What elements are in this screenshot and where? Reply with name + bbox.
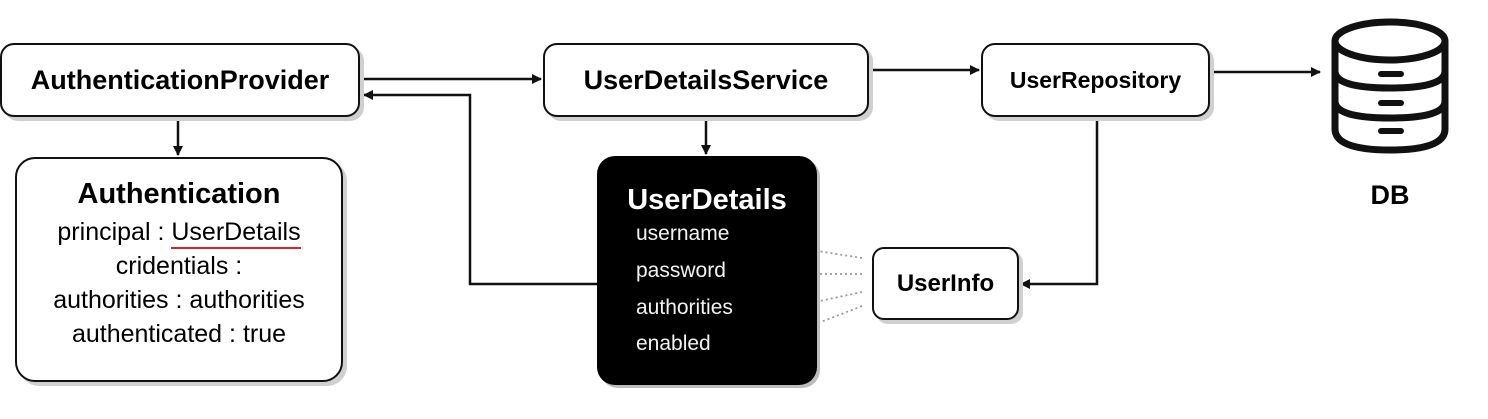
principal-label: principal (57, 218, 151, 246)
user-details-service-label: UserDetailsService (583, 64, 829, 95)
user-info-node: UserInfo (872, 247, 1019, 320)
arrow-repository-to-userinfo (1020, 119, 1099, 289)
principal-separator: : (157, 218, 165, 246)
credentials-separator: : (235, 252, 243, 280)
principal-value: UserDetails (171, 218, 301, 249)
authenticated-label: authenticated (71, 320, 223, 348)
database-icon (1331, 18, 1449, 154)
authorities-label: authorities (53, 286, 169, 314)
arrow-userdetails-to-provider (363, 90, 597, 286)
user-details-field-enabled: enabled (636, 332, 711, 355)
credentials-label: cridentials (115, 252, 229, 280)
user-details-field-authorities: authorities (636, 296, 733, 319)
authenticated-row: authenticated : true (72, 317, 286, 351)
credentials-row: cridentials : (116, 249, 242, 283)
user-repository-node: UserRepository (981, 43, 1210, 117)
user-details-node: UserDetails (597, 156, 817, 385)
authentication-provider-node: AuthenticationProvider (0, 43, 360, 117)
user-repository-label: UserRepository (1009, 66, 1182, 93)
user-details-field-username: username (636, 222, 730, 245)
user-info-label: UserInfo (896, 269, 995, 297)
db-label: DB (1370, 180, 1410, 210)
user-details-title: UserDetails (627, 184, 787, 216)
authorities-value: authorities (189, 286, 305, 314)
principal-row: principal : UserDetails (57, 215, 301, 249)
authentication-node: Authentication principal : UserDetails c… (15, 157, 343, 382)
user-details-field-password: password (636, 259, 726, 282)
user-details-service-node: UserDetailsService (543, 43, 869, 117)
authentication-title: Authentication (77, 178, 281, 210)
authentication-provider-label: AuthenticationProvider (30, 64, 330, 95)
authorities-row: authorities : authorities (53, 283, 305, 317)
authenticated-value: true (242, 320, 287, 348)
authenticated-separator: : (229, 320, 236, 348)
authorities-separator: : (175, 286, 183, 314)
